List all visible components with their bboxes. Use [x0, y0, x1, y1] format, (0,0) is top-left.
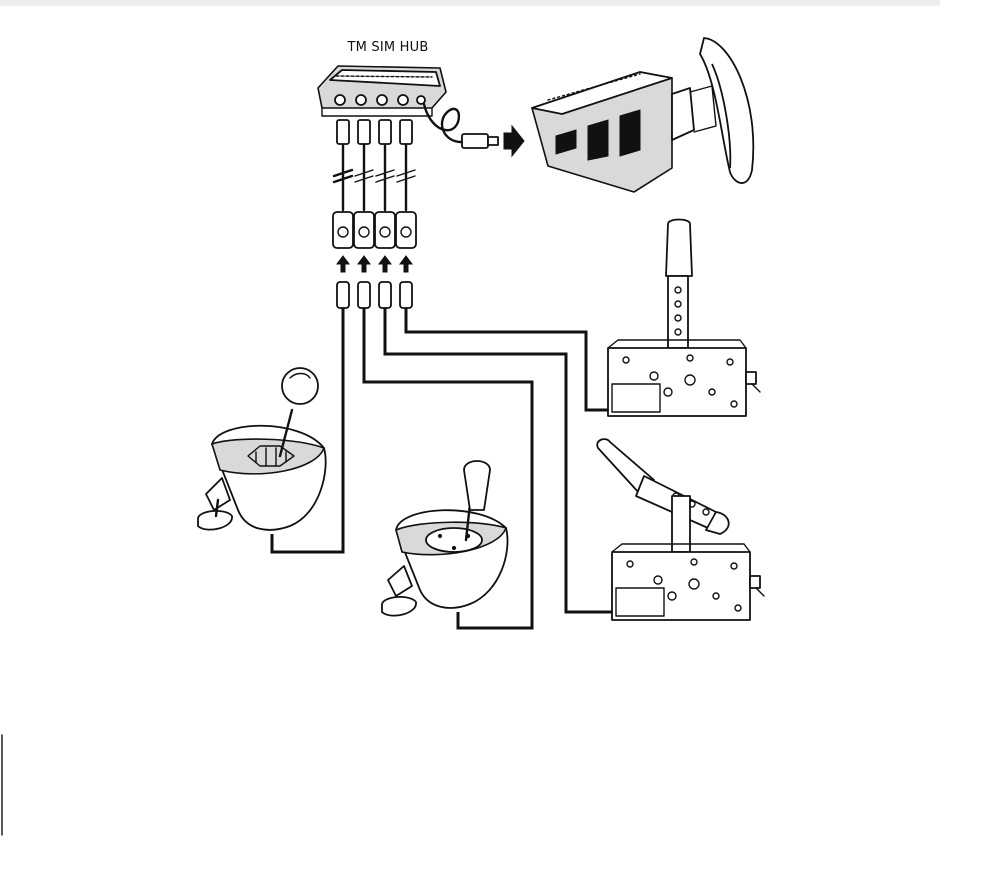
- hub-cables: [332, 119, 417, 249]
- arrow-right-icon: [503, 124, 525, 158]
- top-edge-band: [0, 0, 940, 6]
- cable-plugs-top: [336, 119, 413, 145]
- cable-break-marks: [332, 168, 416, 184]
- handbrake-vertical: [607, 218, 761, 417]
- cable-connectors-female: [332, 211, 417, 249]
- hub-title: TM SIM HUB: [347, 40, 429, 55]
- handbrake-angled: [596, 438, 765, 621]
- device-cables: [270, 308, 612, 630]
- wheel-base: [531, 37, 755, 193]
- h-pattern-shifter: [197, 367, 327, 531]
- usb-cable: [422, 102, 525, 158]
- hub-ports: [334, 94, 426, 106]
- arrow-up-icons: [336, 255, 413, 273]
- sequential-shifter: [381, 460, 509, 617]
- device-plugs: [336, 281, 413, 309]
- sim-hub-device: [317, 65, 447, 117]
